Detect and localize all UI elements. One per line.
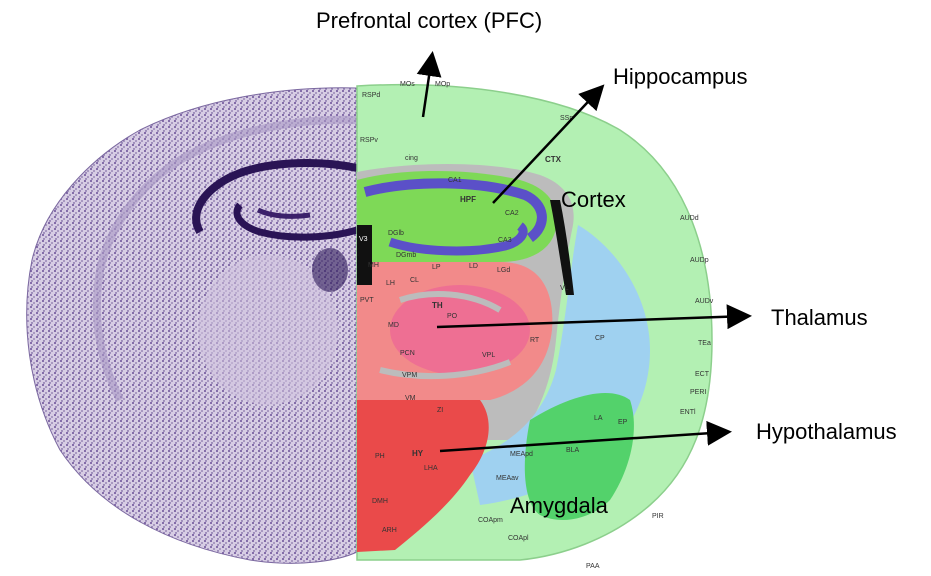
atlas-label-vpm: VPM [402,372,417,379]
atlas-label-rspd: RSPd [362,92,380,99]
atlas-label-lp: LP [432,264,441,271]
atlas-label-ca2: CA2 [505,210,519,217]
atlas-label-la: LA [594,415,603,422]
atlas-label-pcn: PCN [400,350,415,357]
atlas-label-ect: ECT [695,371,710,378]
atlas-label-vpl: VPL [482,352,495,359]
label-thalamus: Thalamus [771,305,868,331]
atlas-label-ca1: CA1 [448,177,462,184]
atlas-label-ld: LD [469,263,478,270]
atlas-label-rspv: RSPv [360,137,378,144]
atlas-label-ep: EP [618,419,628,426]
atlas-label-vm: VM [405,395,416,402]
nissl-hemisphere [27,88,357,564]
label-cortex: Cortex [561,187,626,213]
label-hypothalamus: Hypothalamus [756,419,897,445]
atlas-label-ctx: CTX [545,155,562,164]
atlas-label-audp: AUDp [690,257,709,264]
label-hippocampus: Hippocampus [613,64,748,90]
atlas-label-v3: V3 [359,236,368,243]
atlas-label-audv: AUDv [695,298,714,305]
atlas-label-arh: ARH [382,527,397,534]
atlas-label-md: MD [388,322,399,329]
atlas-label-po: PO [447,313,458,320]
atlas-label-cing: cing [405,155,418,162]
atlas-label-audd: AUDd [680,215,699,222]
label-prefrontal-cortex: Prefrontal cortex (PFC) [316,8,542,34]
atlas-label-pvt: PVT [360,297,374,304]
atlas-label-cp: CP [595,335,605,342]
atlas-label-peri: PERI [690,389,706,396]
atlas-label-cl: CL [410,277,419,284]
atlas-label-lh: LH [386,280,395,287]
atlas-label-th: TH [432,301,443,310]
atlas-label-lha: LHA [424,465,438,472]
atlas-label-coapm: COApm [478,517,503,524]
atlas-label-dmh: DMH [372,498,388,505]
atlas-label-vl: VL [560,285,569,292]
atlas-label-tea: TEa [698,340,711,347]
atlas-label-zi: ZI [437,407,443,414]
atlas-label-hpf: HPF [460,195,476,204]
atlas-label-coapl: COApl [508,535,529,542]
atlas-label-meapd: MEApd [510,451,533,458]
atlas-label-ca3: CA3 [498,237,512,244]
label-amygdala: Amygdala [510,493,608,519]
atlas-label-mop: MOp [435,81,450,88]
atlas-label-mh: MH [368,262,379,269]
atlas-label-dgmb: DGmb [396,252,416,259]
atlas-label-mos: MOs [400,81,415,88]
atlas-label-pir: PIR [652,513,664,520]
atlas-label-ph: PH [375,453,385,460]
atlas-label-bla: BLA [566,447,580,454]
atlas-label-hy: HY [412,449,424,458]
atlas-label-lgd: LGd [497,267,510,274]
atlas-label-paa: PAA [586,563,600,570]
atlas-label-rt: RT [530,337,540,344]
atlas-label-entl: ENTl [680,409,696,416]
atlas-label-meaav: MEAav [496,475,519,482]
atlas-label-dglb: DGlb [388,230,404,237]
